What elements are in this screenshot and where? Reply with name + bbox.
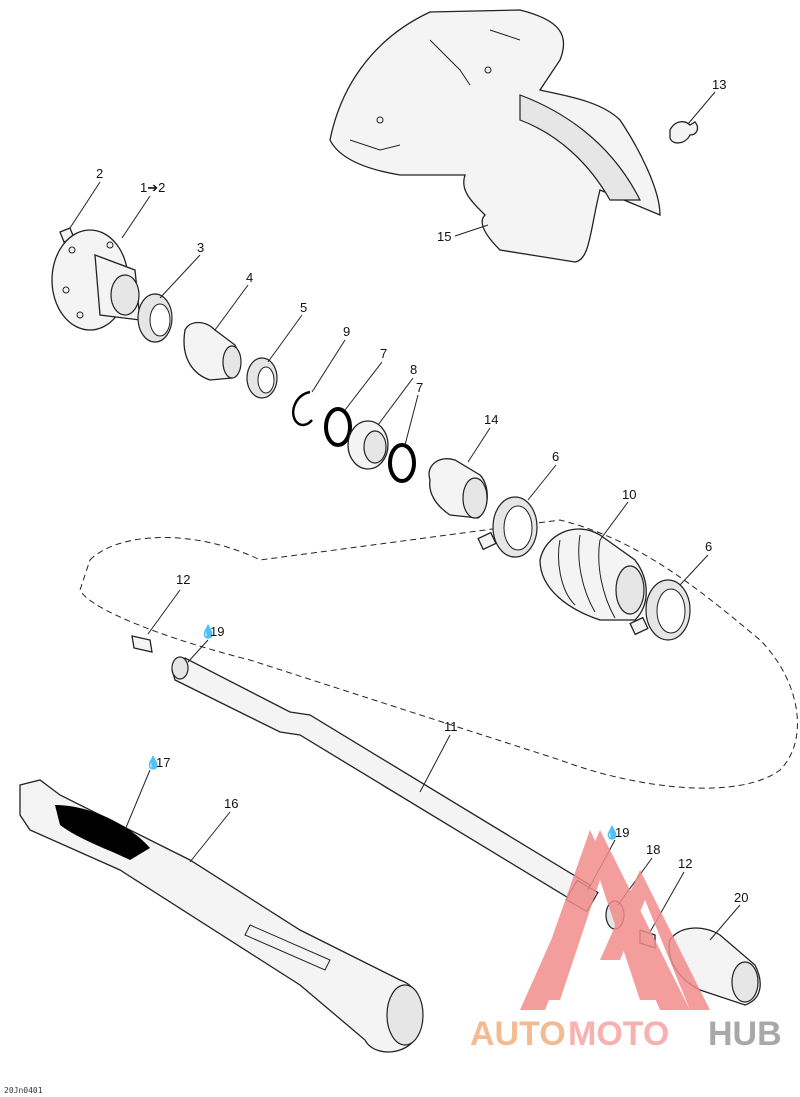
oil-drop-icon-17: 💧 bbox=[145, 755, 161, 770]
callout-12-a: 12 bbox=[176, 572, 190, 587]
part-6-clamp-b bbox=[629, 579, 691, 641]
svg-text:MOTO: MOTO bbox=[568, 1015, 669, 1053]
callout-18: 18 bbox=[646, 842, 660, 857]
callout-20: 20 bbox=[734, 890, 748, 905]
svg-text:HUB: HUB bbox=[708, 1015, 782, 1053]
callout-8: 8 bbox=[410, 362, 417, 377]
callout-11: 11 bbox=[444, 719, 458, 734]
callout-labels: 2 1➔2 3 4 5 9 7 8 7 14 6 10 6 13 15 12 💧… bbox=[96, 77, 748, 905]
callout-16: 16 bbox=[224, 796, 238, 811]
part-7-o-ring-b bbox=[388, 443, 416, 483]
callout-10: 10 bbox=[622, 487, 636, 502]
callout-4: 4 bbox=[246, 270, 253, 285]
callout-1-to-2: 1➔2 bbox=[140, 180, 165, 195]
callout-12-b: 12 bbox=[678, 856, 692, 871]
part-3-clamp bbox=[137, 293, 173, 343]
part-1-flange bbox=[51, 229, 141, 331]
callout-2: 2 bbox=[96, 166, 103, 181]
part-7-o-ring-a bbox=[324, 407, 352, 447]
part-10-boot bbox=[539, 528, 647, 621]
callout-17: 17 bbox=[156, 755, 170, 770]
dashed-assembly-outline bbox=[79, 519, 798, 789]
drawing-code: 20Jn0401 bbox=[4, 1086, 43, 1095]
callout-14: 14 bbox=[484, 412, 498, 427]
part-8-bearing bbox=[347, 420, 389, 470]
part-11-drive-shaft bbox=[171, 656, 599, 913]
callout-6-b: 6 bbox=[705, 539, 712, 554]
part-12-plug-a bbox=[131, 635, 153, 653]
callout-7-a: 7 bbox=[380, 346, 387, 361]
part-4-bellows bbox=[183, 321, 242, 381]
callout-5: 5 bbox=[300, 300, 307, 315]
part-6-clamp-a bbox=[477, 496, 538, 558]
part-5-clamp bbox=[246, 357, 278, 399]
callout-15: 15 bbox=[437, 229, 451, 244]
watermark-logo: AUTO MOTO HUB bbox=[470, 830, 782, 1053]
callout-19-a: 19 bbox=[210, 624, 224, 639]
oil-drop-icon-19-b: 💧 bbox=[604, 825, 620, 840]
part-13-clip bbox=[669, 121, 699, 144]
oil-drop-icon-19-a: 💧 bbox=[200, 624, 216, 639]
callout-7-b: 7 bbox=[416, 380, 423, 395]
part-9-circlip bbox=[292, 390, 313, 427]
callout-13: 13 bbox=[712, 77, 726, 92]
callout-6-a: 6 bbox=[552, 449, 559, 464]
svg-text:AUTO: AUTO bbox=[470, 1015, 566, 1053]
callout-9: 9 bbox=[343, 324, 350, 339]
callout-3: 3 bbox=[197, 240, 204, 255]
watermark-triangle-icon bbox=[520, 830, 690, 1010]
part-15-housing bbox=[329, 9, 661, 263]
part-16-tool bbox=[19, 779, 424, 1053]
part-14-sleeve bbox=[428, 458, 488, 519]
callout-19-b: 19 bbox=[615, 825, 629, 840]
leader-lines bbox=[69, 91, 741, 941]
